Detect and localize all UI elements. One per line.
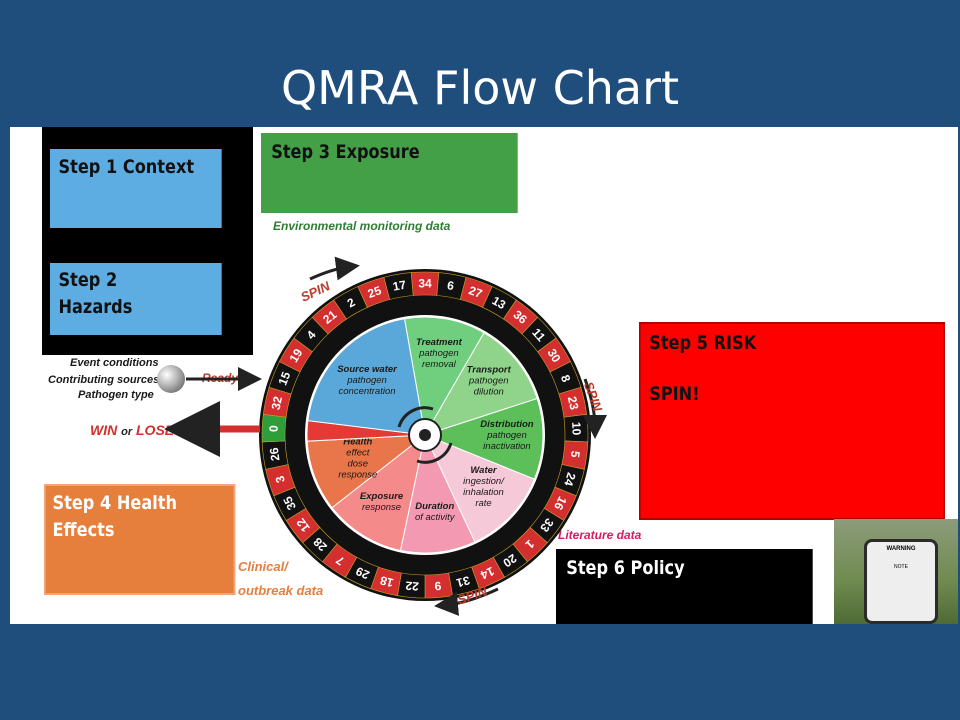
step4-box: Step 4 Health Effects — [44, 484, 236, 595]
step6-label: Step 6 Policy — [566, 557, 685, 579]
wheel-number: 13 — [490, 293, 509, 312]
wheel-number: 16 — [551, 494, 570, 513]
step2-label-line1: Step 2 — [58, 269, 118, 291]
flow-chart-canvas: Step 1 Context Step 2 Hazards Step 3 Exp… — [10, 127, 958, 624]
sign-heading: WARNING — [886, 546, 916, 552]
slide-title: QMRA Flow Chart — [280, 61, 680, 115]
warning-sign-photo: WARNING NOTE — [834, 519, 958, 624]
wheel-number: 25 — [366, 283, 384, 301]
wheel-number: 29 — [353, 564, 371, 582]
literature-label: Literature data — [558, 528, 642, 542]
clinical-label-line2: outbreak data — [238, 583, 324, 598]
wheel-number: 26 — [267, 446, 283, 461]
win-text: WIN — [90, 422, 118, 438]
step2-box: Step 2 Hazards — [50, 263, 222, 335]
wheel-number: 22 — [405, 578, 420, 593]
wheel-number: 34 — [418, 277, 432, 291]
step1-box: Step 1 Context — [50, 149, 222, 228]
step5-sub-label: SPIN! — [649, 383, 700, 405]
arrows-layer — [164, 256, 607, 616]
rotation-arrow-icon — [397, 406, 434, 428]
rotation-arrow-icon — [416, 442, 453, 464]
step3-box: Step 3 Exposure — [261, 133, 518, 213]
or-text: or — [121, 426, 133, 438]
step3-label: Step 3 Exposure — [271, 141, 420, 163]
wheel-number: 24 — [561, 471, 578, 488]
wheel-number: 10 — [569, 422, 584, 436]
sign-note: NOTE — [894, 564, 908, 570]
spin-arrow-right — [582, 378, 607, 439]
step4-label-line2: Effects — [52, 519, 115, 541]
wheel-number: 3 — [272, 474, 287, 485]
ball-icon — [157, 365, 185, 393]
wheel-number: 35 — [280, 494, 299, 513]
wheel-number: 0 — [267, 425, 281, 433]
wheel-number: 32 — [269, 395, 286, 411]
wheel-number: 14 — [478, 564, 496, 582]
wheel-number: 31 — [455, 573, 472, 590]
wheel-hub-center — [419, 429, 431, 441]
wheel-number: 27 — [467, 283, 485, 301]
sign-post: WARNING NOTE — [864, 539, 938, 624]
step4-label-line1: Step 4 Health — [52, 492, 177, 514]
wheel-number: 15 — [275, 369, 293, 387]
step6-box: Step 6 Policy — [556, 549, 813, 624]
wheel-number: 9 — [434, 579, 442, 594]
input-contributing-sources: Contributing sources — [48, 374, 160, 386]
env-monitoring-label: Environmental monitoring data — [273, 219, 451, 233]
spin-arrow-top — [309, 256, 360, 281]
wheel-number: 6 — [446, 278, 455, 293]
step1-label: Step 1 Context — [58, 156, 195, 178]
wheel-number: 18 — [378, 573, 395, 590]
wheel-number: 17 — [392, 278, 408, 294]
input-event-conditions: Event conditions — [70, 357, 159, 369]
step2-label-line2: Hazards — [58, 296, 133, 318]
wheel-pocket — [383, 272, 414, 300]
wheel-number: 23 — [565, 395, 582, 411]
clinical-label-line1: Clinical/ — [238, 559, 288, 574]
wheel-number: 5 — [568, 450, 583, 459]
input-pathogen-type: Pathogen type — [78, 389, 154, 401]
step5-box: Step 5 RISK SPIN! — [639, 322, 945, 520]
wheel-number: 8 — [558, 373, 574, 385]
spin-arrow-bottom — [434, 587, 499, 616]
step5-label: Step 5 RISK — [649, 332, 757, 354]
